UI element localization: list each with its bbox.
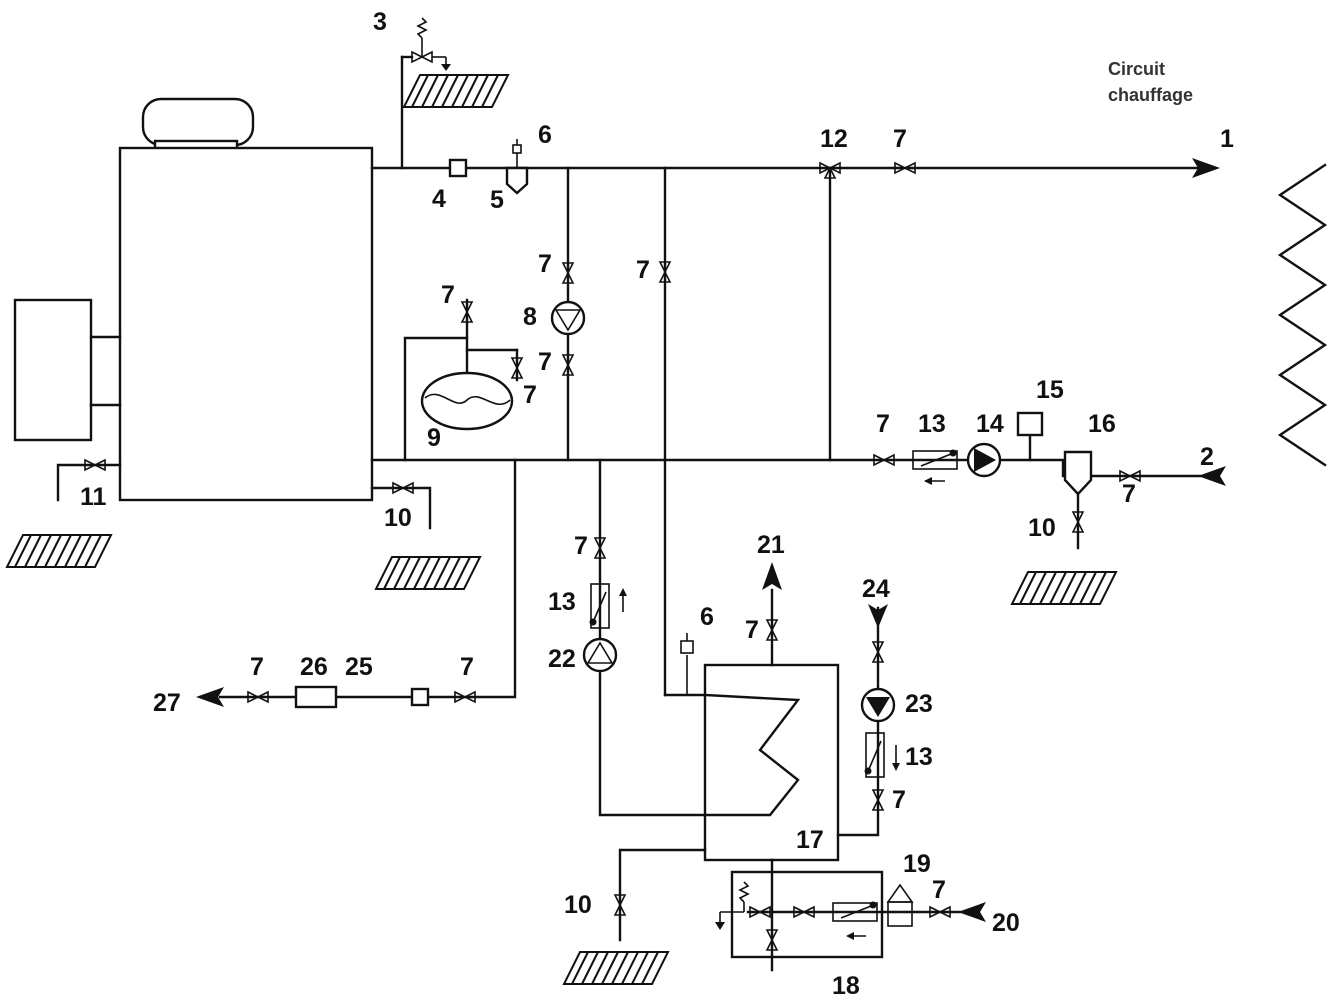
return-arrow-icon <box>1198 466 1226 486</box>
label-26: 26 <box>300 653 328 681</box>
label-7-charge: 7 <box>574 532 588 560</box>
label-7-feed-right: 7 <box>460 653 474 681</box>
label-7-vessel-side: 7 <box>523 381 537 409</box>
label-7-hot-out: 7 <box>745 616 759 644</box>
label-10-return: 10 <box>1028 514 1056 542</box>
safety-group-icon <box>730 870 884 959</box>
recirculation-pump-icon <box>860 687 896 723</box>
label-3: 3 <box>373 8 387 36</box>
label-20: 20 <box>992 909 1020 937</box>
label-7-vessel-top: 7 <box>441 281 455 309</box>
circuit-title-line1: Circuit <box>1108 59 1165 79</box>
air-vent-icon <box>680 640 694 654</box>
inlet-arrow-icon <box>868 604 888 628</box>
label-10-tank: 10 <box>564 891 592 919</box>
label-13-charge: 13 <box>548 588 576 616</box>
label-24: 24 <box>862 575 890 603</box>
label-16: 16 <box>1088 410 1116 438</box>
label-22: 22 <box>548 645 576 673</box>
drain-icon <box>1011 571 1117 605</box>
drain-icon <box>403 74 509 108</box>
radiator-icon <box>1277 163 1328 467</box>
label-7-safety: 7 <box>932 876 946 904</box>
drain-icon <box>6 534 112 568</box>
air-vent-icon <box>505 139 529 195</box>
label-7-pump-top: 7 <box>538 250 552 278</box>
supply-arrow-icon <box>1192 158 1220 178</box>
label-5: 5 <box>490 186 504 214</box>
label-25: 25 <box>345 653 373 681</box>
boiler-icon <box>118 97 374 502</box>
label-8: 8 <box>523 303 537 331</box>
label-7-feed-left: 7 <box>250 653 264 681</box>
label-7-recirc: 7 <box>892 786 906 814</box>
circuit-title-line2: chauffage <box>1108 85 1193 105</box>
label-17: 17 <box>796 826 824 854</box>
sensor-icon <box>448 158 468 178</box>
label-13-recirc: 13 <box>905 743 933 771</box>
safety-valve-icon <box>411 17 451 71</box>
mixing-valve-icon <box>819 162 841 179</box>
expansion-vessel-icon <box>420 371 514 431</box>
pressure-gauge-icon <box>1016 411 1044 437</box>
label-13-return: 13 <box>918 410 946 438</box>
label-7-branch: 7 <box>636 256 650 284</box>
label-15: 15 <box>1036 376 1064 404</box>
label-9: 9 <box>427 424 441 452</box>
label-18: 18 <box>832 972 860 998</box>
meter-icon <box>294 685 338 709</box>
burner-icon <box>13 298 122 442</box>
label-11: 11 <box>80 483 107 511</box>
label-4: 4 <box>432 185 446 213</box>
label-6: 6 <box>538 121 552 149</box>
filter-icon <box>1063 450 1093 496</box>
safety-valve-icon <box>715 881 771 930</box>
label-27: 27 <box>153 689 181 717</box>
drain-icon <box>563 951 669 985</box>
drain-icon <box>375 556 481 590</box>
circulator-pump-icon <box>966 442 1002 478</box>
outlet-arrow-icon <box>762 562 782 590</box>
label-14: 14 <box>976 410 1004 438</box>
label-6-tank: 6 <box>700 603 714 631</box>
label-7-pump-bottom: 7 <box>538 348 552 376</box>
label-23: 23 <box>905 690 933 718</box>
inlet-arrow-icon <box>958 902 986 922</box>
labels: 1 2 3 4 5 6 6 7 7 7 7 7 7 7 7 7 7 7 7 7 … <box>80 8 1234 998</box>
label-7-return: 7 <box>876 410 890 438</box>
label-2: 2 <box>1200 443 1214 471</box>
label-7-supply: 7 <box>893 125 907 153</box>
inlet-arrow-icon <box>196 687 224 707</box>
pump-icon <box>550 300 586 336</box>
label-19: 19 <box>903 850 931 878</box>
pump-icon <box>582 637 618 673</box>
pressure-reducer-icon <box>886 883 914 927</box>
label-1: 1 <box>1220 125 1234 153</box>
label-7-return-inlet: 7 <box>1122 480 1136 508</box>
label-10-boiler: 10 <box>384 504 412 532</box>
label-12: 12 <box>820 125 848 153</box>
label-21: 21 <box>757 531 785 559</box>
